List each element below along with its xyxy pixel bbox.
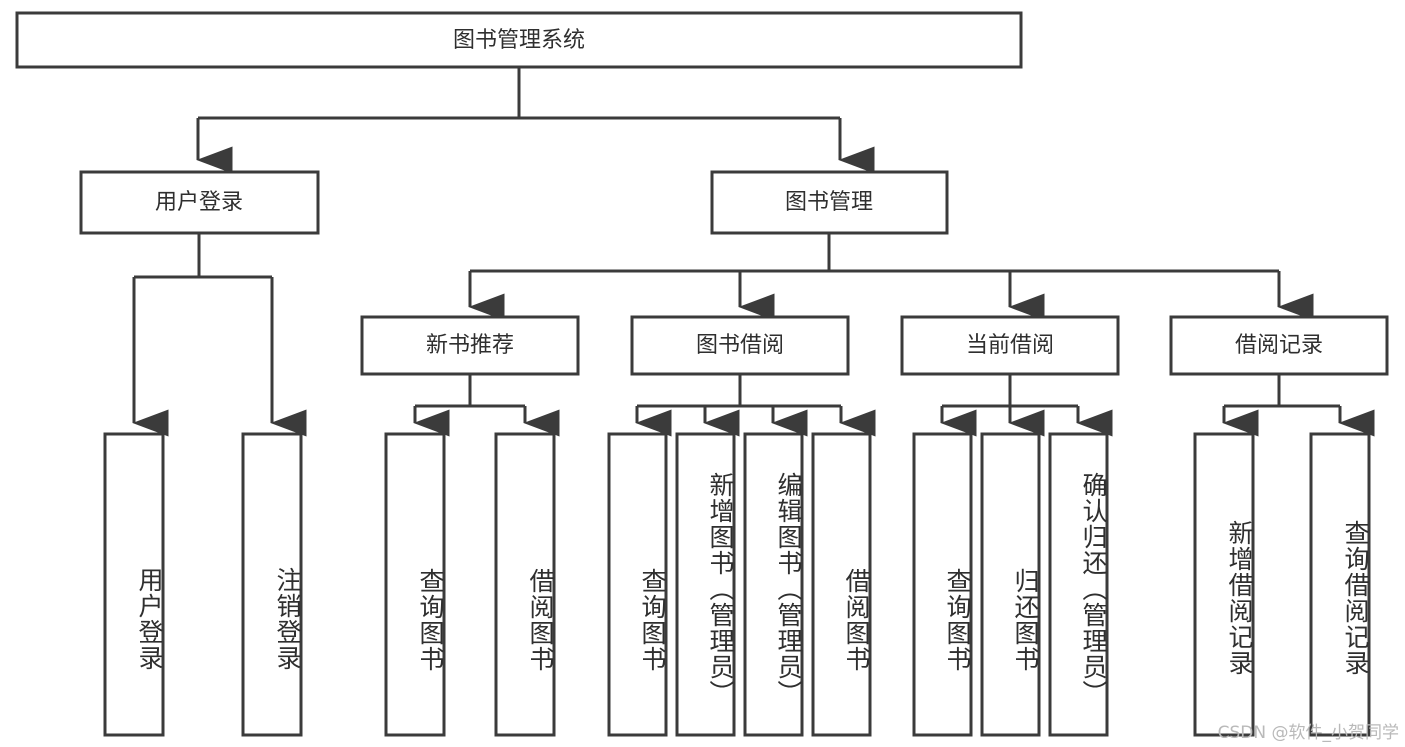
node-book-borrow-label: 图书借阅	[696, 333, 784, 358]
connector-userlogin-to-leaves	[132, 233, 307, 437]
connector-root-to-level2	[196, 67, 875, 174]
node-book-management-label: 图书管理	[785, 190, 873, 215]
leaf-box-add-borrow-record[interactable]	[1193, 432, 1255, 737]
connector-bookmgmt-to-level3	[468, 233, 1314, 321]
leaf-box-query-borrow-record[interactable]	[1309, 432, 1371, 737]
node-new-book-recommend-label: 新书推荐	[426, 333, 514, 358]
connector-bookborrow-to-leaves	[635, 374, 876, 437]
node-user-login-label: 用户登录	[155, 190, 243, 215]
connector-currentborrow-to-leaves	[940, 374, 1113, 437]
connector-newbook-to-leaves	[413, 374, 560, 437]
leaf-box-query-book-borrow[interactable]	[607, 432, 668, 737]
node-book-management[interactable]: 图书管理	[710, 170, 949, 235]
node-user-login[interactable]: 用户登录	[79, 170, 320, 235]
connector-borrowrecord-to-leaves	[1222, 374, 1375, 437]
node-new-book-recommend[interactable]: 新书推荐	[360, 315, 580, 376]
leaf-box-borrow-book[interactable]	[811, 432, 872, 737]
node-current-borrow-label: 当前借阅	[966, 333, 1054, 358]
leaf-box-add-book-admin[interactable]	[675, 432, 736, 737]
node-borrow-record-label: 借阅记录	[1235, 333, 1323, 358]
leaf-box-query-book-current[interactable]	[912, 432, 973, 737]
node-root-label: 图书管理系统	[453, 28, 585, 53]
node-current-borrow[interactable]: 当前借阅	[900, 315, 1120, 376]
leaf-box-query-book-recommend[interactable]	[384, 432, 446, 737]
node-root-book-management-system[interactable]: 图书管理系统	[15, 11, 1023, 69]
leaf-box-logout[interactable]	[241, 432, 303, 737]
node-borrow-record[interactable]: 借阅记录	[1169, 315, 1389, 376]
leaf-box-edit-book-admin[interactable]	[743, 432, 804, 737]
leaf-box-user-login[interactable]	[103, 432, 165, 737]
watermark: CSDN @软件_小贺同学	[1217, 723, 1399, 743]
leaf-box-confirm-return-admin[interactable]	[1048, 432, 1109, 737]
node-book-borrow[interactable]: 图书借阅	[630, 315, 850, 376]
leaf-box-borrow-book-recommend[interactable]	[494, 432, 556, 737]
leaf-box-return-book[interactable]	[980, 432, 1041, 737]
